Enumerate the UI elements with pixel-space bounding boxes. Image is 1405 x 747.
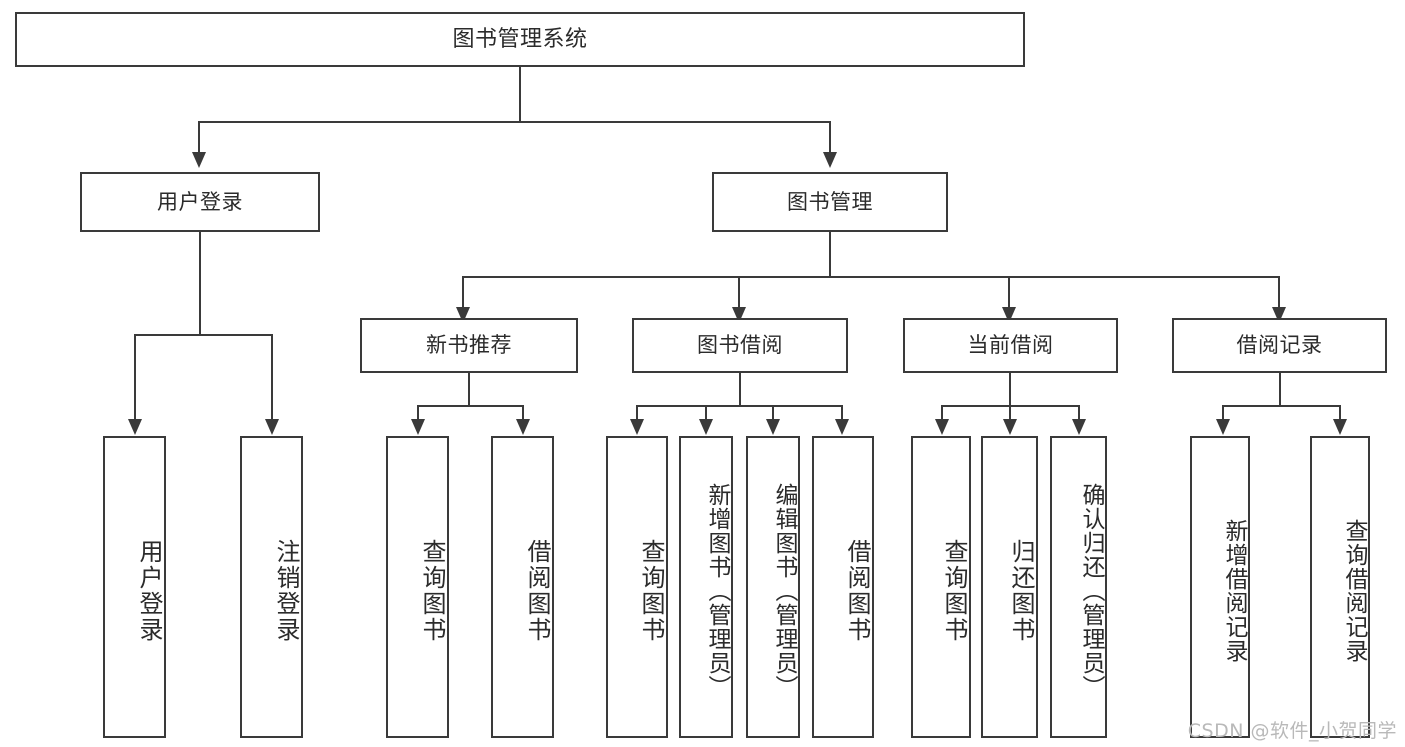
connector-user-login-bus <box>134 334 273 336</box>
arrowhead-icon <box>516 419 530 435</box>
node-label: 图书管理 <box>787 189 873 214</box>
connector-cb-drop-3 <box>1078 405 1080 420</box>
arrowhead-icon <box>699 419 713 435</box>
node-label: 新书推荐 <box>426 333 512 358</box>
connector-root-bus <box>198 121 831 123</box>
connector-user-login-stem <box>199 232 201 335</box>
node-current-borrow[interactable]: 当前借阅 <box>903 318 1118 373</box>
node-label: 借阅记录 <box>1236 333 1323 358</box>
connector-to-book-borrow <box>738 276 740 308</box>
connector-book-management-stem <box>829 232 831 277</box>
node-label: 编辑图书（管理员） <box>771 483 797 699</box>
node-label: 当前借阅 <box>967 333 1054 358</box>
connector-book-borrow-bus <box>636 405 843 407</box>
node-label: 查询图书 <box>418 539 446 643</box>
connector-to-current-borrow <box>1008 276 1010 308</box>
node-label: 新增借阅记录 <box>1221 519 1247 663</box>
arrowhead-icon <box>823 152 837 168</box>
arrowhead-icon <box>1003 419 1017 435</box>
connector-to-borrow-record <box>1278 276 1280 308</box>
arrowhead-icon <box>1072 419 1086 435</box>
connector-nbr-left-drop <box>417 405 419 420</box>
connector-to-new-book-recommend <box>462 276 464 308</box>
node-new-book-recommend[interactable]: 新书推荐 <box>360 318 578 373</box>
arrowhead-icon <box>835 419 849 435</box>
connector-current-borrow-stem <box>1009 373 1011 406</box>
connector-bb-drop-3 <box>772 405 774 420</box>
node-label: 确认归还（管理员） <box>1078 483 1104 699</box>
leaf-add-borrow-record[interactable]: 新增借阅记录 <box>1190 436 1250 738</box>
arrowhead-icon <box>1333 419 1347 435</box>
connector-br-left-drop <box>1222 405 1224 420</box>
connector-user-login-right-drop <box>271 334 273 420</box>
connector-new-book-recommend-bus <box>417 405 524 407</box>
arrowhead-icon <box>935 419 949 435</box>
arrowhead-icon <box>630 419 644 435</box>
node-label: 借阅图书 <box>843 539 871 643</box>
arrowhead-icon <box>128 419 142 435</box>
node-label: 新增图书（管理员） <box>704 483 730 699</box>
node-label: 图书借阅 <box>697 333 783 358</box>
connector-bb-drop-1 <box>636 405 638 420</box>
connector-borrow-record-bus <box>1222 405 1341 407</box>
node-root-book-management-system[interactable]: 图书管理系统 <box>15 12 1025 67</box>
leaf-query-book-current[interactable]: 查询图书 <box>911 436 971 738</box>
leaf-confirm-return-admin[interactable]: 确认归还（管理员） <box>1050 436 1107 738</box>
connector-root-stem <box>519 67 521 122</box>
arrowhead-icon <box>766 419 780 435</box>
connector-bb-drop-4 <box>841 405 843 420</box>
connector-nbr-right-drop <box>522 405 524 420</box>
leaf-add-book-admin[interactable]: 新增图书（管理员） <box>679 436 733 738</box>
connector-borrow-record-stem <box>1279 373 1281 406</box>
leaf-query-book-borrow[interactable]: 查询图书 <box>606 436 668 738</box>
connector-root-to-user-login <box>198 121 200 153</box>
connector-cb-drop-2 <box>1009 405 1011 420</box>
leaf-return-book[interactable]: 归还图书 <box>981 436 1038 738</box>
node-label: 图书管理系统 <box>452 26 588 52</box>
arrowhead-icon <box>1216 419 1230 435</box>
node-label: 归还图书 <box>1007 539 1035 643</box>
leaf-query-borrow-record[interactable]: 查询借阅记录 <box>1310 436 1370 738</box>
leaf-borrow-book-recommend[interactable]: 借阅图书 <box>491 436 554 738</box>
connector-root-to-book-management <box>829 121 831 153</box>
node-label: 查询借阅记录 <box>1341 519 1367 663</box>
node-label: 用户登录 <box>157 189 243 214</box>
leaf-logout-login[interactable]: 注销登录 <box>240 436 303 738</box>
arrowhead-icon <box>265 419 279 435</box>
node-label: 用户登录 <box>135 539 163 643</box>
node-label: 注销登录 <box>272 539 300 643</box>
connector-br-right-drop <box>1339 405 1341 420</box>
node-borrow-record[interactable]: 借阅记录 <box>1172 318 1387 373</box>
leaf-borrow-book-borrow[interactable]: 借阅图书 <box>812 436 874 738</box>
arrowhead-icon <box>192 152 206 168</box>
connector-user-login-left-drop <box>134 334 136 420</box>
node-label: 查询图书 <box>637 539 665 643</box>
connector-bb-drop-2 <box>705 405 707 420</box>
connector-new-book-recommend-stem <box>468 373 470 406</box>
connector-cb-drop-1 <box>941 405 943 420</box>
node-book-management[interactable]: 图书管理 <box>712 172 948 232</box>
node-book-borrow[interactable]: 图书借阅 <box>632 318 848 373</box>
leaf-query-book-recommend[interactable]: 查询图书 <box>386 436 449 738</box>
connector-book-borrow-stem <box>739 373 741 406</box>
node-label: 查询图书 <box>940 539 968 643</box>
leaf-user-login[interactable]: 用户登录 <box>103 436 166 738</box>
arrowhead-icon <box>411 419 425 435</box>
leaf-edit-book-admin[interactable]: 编辑图书（管理员） <box>746 436 800 738</box>
connector-level3-bus <box>462 276 1280 278</box>
node-label: 借阅图书 <box>523 539 551 643</box>
node-user-login[interactable]: 用户登录 <box>80 172 320 232</box>
